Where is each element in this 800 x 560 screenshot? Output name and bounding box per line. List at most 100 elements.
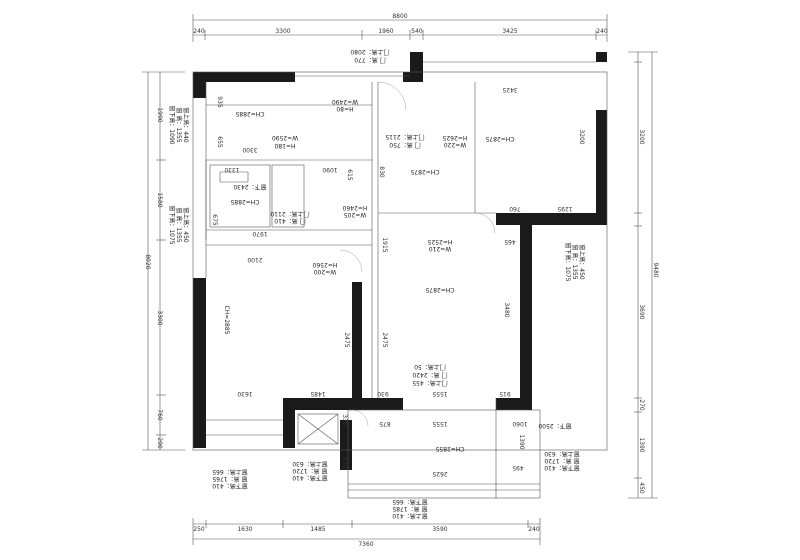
left-window-a: 窗下高：1090 — [168, 105, 176, 144]
note-br-c: 窗下高：410 — [544, 464, 580, 472]
note-h2525: H=2525 — [427, 238, 452, 245]
note-door-2110: 门上高：2110 — [270, 210, 309, 218]
dim-inner-2625: 2625 — [432, 470, 447, 477]
dim-right-total: 9480 — [652, 262, 659, 277]
dim-inner-1330: 1330 — [224, 166, 239, 173]
dim-inner-915: 915 — [499, 390, 511, 397]
dim-right-3690: 3690 — [638, 304, 645, 319]
note-mid-door-a: 门上高：50 — [414, 363, 446, 371]
note-h2560: H=2560 — [312, 261, 337, 268]
note-bl-b: 窗 高：1720 — [292, 467, 327, 475]
dim-inner-1060: 1060 — [512, 420, 527, 427]
right-dimensions: 9480 3200 3690 270 1390 450 窗下高：1075 窗 高… — [564, 51, 659, 499]
dim-bottom-250: 250 — [193, 526, 205, 533]
dim-inner-2475a: 2475 — [343, 332, 350, 347]
dim-top-540: 540 — [411, 28, 423, 35]
dim-inner-465: 465 — [504, 238, 516, 245]
left-window-c: 窗上高：440 — [182, 107, 190, 143]
dim-right-270: 270 — [638, 399, 645, 411]
note-door-750: 门 高：750 — [389, 141, 421, 149]
dim-inner-1555b: 1555 — [432, 420, 447, 427]
dim-inner-875: 875 — [379, 420, 391, 427]
room-label-4: CH=2885 — [223, 306, 230, 335]
dim-inner-935: 935 — [216, 96, 223, 108]
dim-inner-760: 760 — [509, 205, 521, 212]
note-mid-door-c: 门上高：455 — [412, 379, 448, 387]
dim-inner-1485: 1485 — [310, 390, 325, 397]
dim-left-3300: 3300 — [156, 310, 163, 325]
top-dimensions: 8800 240 3300 1960 540 3425 240 — [192, 13, 608, 42]
dim-bottom-240: 240 — [528, 526, 540, 533]
bottom-dimensions: 250 1630 1485 3590 240 7360 — [192, 518, 541, 548]
right-window-c: 窗上高：450 — [578, 244, 586, 280]
note-door-top-a: 门上高：2080 — [350, 48, 389, 56]
note-w200: W=200 — [314, 268, 337, 275]
dim-inner-1555a: 1555 — [432, 390, 447, 397]
note-win2500: 窗下：2500 — [538, 422, 571, 430]
dim-inner-1390: 1390 — [518, 434, 525, 449]
left-window2-c: 窗上高：450 — [182, 207, 190, 243]
dim-inner-830: 830 — [378, 166, 385, 178]
dim-inner-2475b: 2475 — [381, 332, 388, 347]
dim-left-1990: 1990 — [156, 107, 163, 122]
note-br-b: 窗 高：1720 — [544, 457, 579, 465]
dim-left-760: 760 — [156, 409, 163, 421]
room-label-7: CH=2875 — [410, 168, 439, 175]
note-bot-c: 窗上高：410 — [392, 512, 428, 520]
room-label-3: CH=2885 — [230, 198, 259, 205]
dim-inner-615: 615 — [346, 169, 353, 181]
dim-inner-335: 335 — [341, 414, 348, 426]
dim-inner-3300: 3300 — [242, 146, 257, 153]
note-door-top-b: 门 高：770 — [354, 56, 386, 64]
left-window-b: 窗 高：1355 — [175, 107, 183, 142]
dim-top-3425: 3425 — [502, 28, 517, 35]
dim-inner-930: 930 — [377, 390, 389, 397]
dim-inner-610: 610 — [341, 457, 348, 469]
note-door-2115: 门上高：2115 — [385, 133, 424, 141]
note-h180: H=180 — [274, 142, 295, 149]
dim-right-1390: 1390 — [638, 437, 645, 452]
dim-inner-495: 495 — [512, 464, 524, 471]
left-window2-b: 窗 高：1355 — [175, 207, 183, 242]
note-bll-c: 窗下高：410 — [212, 482, 248, 490]
dim-inner-3200: 3200 — [578, 129, 585, 144]
dim-inner-1970: 1970 — [252, 230, 267, 237]
note-w210: W=210 — [429, 245, 452, 252]
dim-top-1960: 1960 — [378, 28, 393, 35]
note-door-410: 门 高：410 — [274, 217, 306, 225]
dim-top-total: 8800 — [392, 13, 407, 20]
room-label-6: CH=2855 — [435, 445, 464, 452]
dim-top-240b: 240 — [596, 28, 608, 35]
room-label-2: CH=2875 — [485, 135, 514, 142]
dim-bottom-1485: 1485 — [310, 526, 325, 533]
dim-inner-675: 675 — [211, 214, 218, 226]
note-w2490: W=2490 — [332, 98, 358, 105]
dim-inner-3425: 3425 — [502, 86, 517, 93]
dim-inner-1090: 1090 — [322, 166, 337, 173]
dim-right-450: 450 — [638, 482, 645, 494]
note-bot-b: 窗 高：1785 — [392, 505, 427, 513]
dim-bottom-1630: 1630 — [237, 526, 252, 533]
note-bl-a: 窗上高：630 — [292, 460, 328, 468]
dim-left-1580: 1580 — [156, 192, 163, 207]
dim-left-total: 8020 — [144, 254, 151, 269]
note-br-a: 窗上高：630 — [544, 450, 580, 458]
interior-dimensions: 3425 3200 2100 1970 3300 3480 1295 760 1… — [211, 86, 585, 477]
dim-left-290: 290 — [156, 437, 163, 449]
note-h2625: H=2625 — [442, 134, 467, 141]
dim-top-3300: 3300 — [275, 28, 290, 35]
walls — [193, 52, 607, 470]
note-w205: W=205 — [344, 211, 367, 218]
note-w2590: W=2590 — [272, 134, 298, 141]
note-w220: W=220 — [444, 141, 467, 148]
room-label-5: CH=2875 — [425, 286, 454, 293]
note-h80: H=80 — [336, 105, 353, 112]
dim-bottom-total: 7360 — [358, 541, 373, 548]
dim-inner-1630: 1630 — [237, 390, 252, 397]
dim-top-240a: 240 — [193, 28, 205, 35]
note-bll-a: 窗上高：665 — [212, 468, 248, 476]
dim-inner-1915: 1915 — [381, 237, 388, 252]
note-h2460: H=2460 — [342, 204, 367, 211]
right-window-a: 窗下高：1075 — [564, 242, 572, 281]
